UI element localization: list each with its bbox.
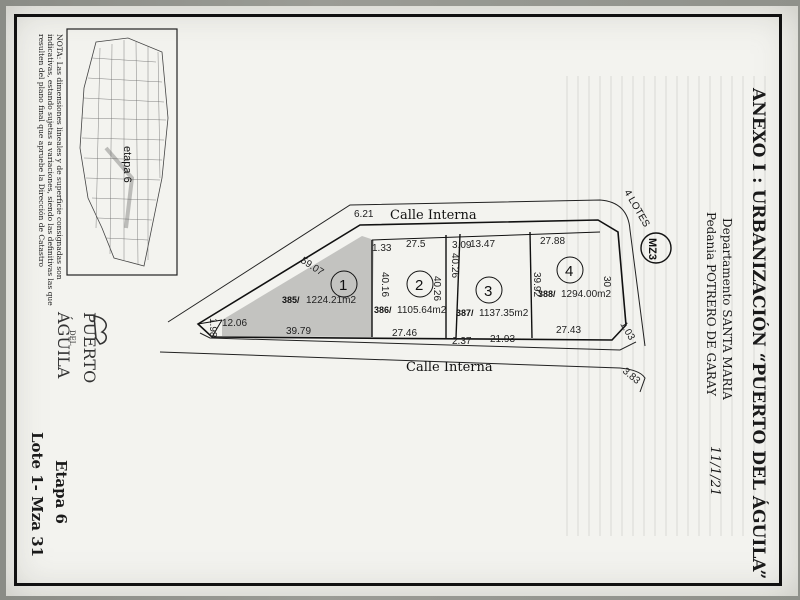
street-bottom-edge [159, 351, 646, 393]
lotes-count: 4 LOTES [621, 188, 651, 229]
lot-3-number: 3 [484, 283, 492, 300]
dim-40-16: 40.16 [379, 272, 390, 297]
lot-1-highlight [222, 236, 374, 337]
dim-21-93: 21.93 [490, 334, 515, 345]
inset-map-border [66, 28, 178, 276]
inset-map-parcels [81, 40, 167, 265]
lot-4-area: 1294.00m2 [561, 289, 611, 300]
street-label-top: Calle Interna [390, 208, 477, 223]
dim-1-33: 1.33 [372, 243, 392, 254]
manzana-label: MZ3 [646, 238, 658, 260]
lot-2-circle [406, 270, 434, 298]
street-top-edge [167, 199, 646, 347]
lot-corner-line [197, 319, 223, 325]
manzana-badge [640, 232, 672, 264]
dim-39-79: 39.79 [286, 326, 311, 337]
manzana-outline [196, 219, 627, 341]
lot-divider-4 [529, 231, 533, 339]
dim-40-26-a: 40.26 [431, 276, 442, 301]
lot-4-circle [556, 256, 584, 284]
puerto-del-aguila-logo: PUERTO DEL ÁGUILA [54, 311, 107, 383]
bleed-through-text [566, 76, 766, 536]
inset-label: etapa 6 [121, 146, 133, 183]
lot-2-area: 1105.64m2 [397, 305, 447, 316]
dim-1-98: 1.98 [207, 318, 218, 338]
lot-3-circle [475, 276, 503, 304]
eagle-icon [93, 315, 107, 345]
logo-text-2: DEL [68, 330, 76, 346]
dim-27-46: 27.46 [392, 328, 417, 339]
lot-1-circle [330, 270, 358, 298]
street-bottom-inner [199, 332, 637, 351]
dim-39-92: 39.92 [531, 272, 542, 297]
dim-2-37: 2.37 [452, 336, 472, 347]
lot-2-number: 2 [415, 277, 423, 294]
lot-1-area: 1224.21m2 [306, 295, 356, 306]
dim-30: 30 [601, 276, 612, 288]
logo-text-1: PUERTO [80, 312, 99, 383]
lot-4-number: 4 [565, 263, 573, 280]
lot-1-id: 385/ [282, 295, 300, 305]
dim-27-43: 27.43 [556, 325, 581, 336]
street-label-bottom: Calle Interna [406, 360, 493, 375]
lot-3-area: 1137.35m2 [479, 308, 529, 319]
lot-4-id: 388/ [538, 289, 556, 299]
dim-27-88: 27.88 [540, 236, 565, 247]
lot-1-number: 1 [339, 277, 347, 294]
inset-map: etapa 6 [66, 28, 178, 276]
dim-13-47: 13.47 [470, 239, 495, 250]
lot-back-line [371, 231, 601, 241]
dim-6-21: 6.21 [354, 209, 374, 220]
logo-text-3: ÁGUILA [54, 311, 74, 379]
lot-corner-line-2 [211, 319, 223, 338]
dim-3-83: 3.83 [620, 366, 642, 387]
lot-2-id: 386/ [374, 305, 392, 315]
lot-3-id: 387/ [456, 308, 474, 318]
dim-27-5: 27.5 [406, 239, 426, 250]
dim-3-09: 3.09 [452, 240, 472, 251]
dim-40-26-b: 40.26 [449, 253, 460, 278]
dim-12-06: 12.06 [222, 318, 247, 329]
document-border [14, 14, 782, 586]
lot-divider-3 [455, 233, 461, 339]
